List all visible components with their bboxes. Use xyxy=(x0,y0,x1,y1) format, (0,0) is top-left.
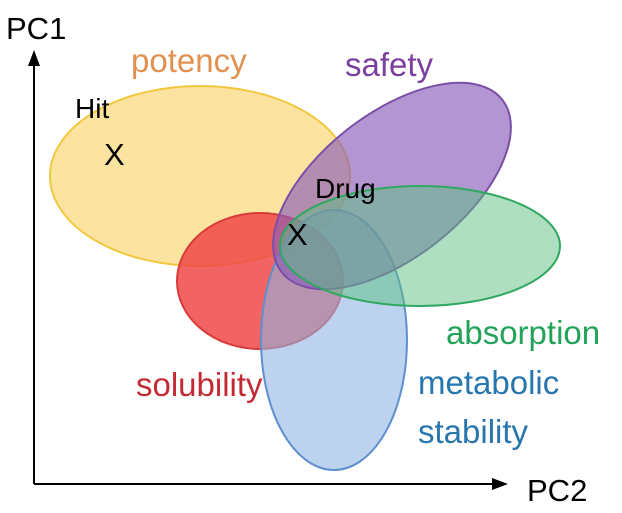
y-axis-arrowhead xyxy=(28,50,40,66)
metabolic-stability-label-line1: metabolic xyxy=(418,364,559,401)
x-axis-label: PC2 xyxy=(527,473,587,508)
metabolic-stability-label-line2: stability xyxy=(418,413,529,450)
absorption-region xyxy=(279,185,561,307)
y-axis-label: PC1 xyxy=(6,11,66,46)
safety-label: safety xyxy=(345,46,434,83)
drug-label: Drug xyxy=(315,173,376,204)
x-axis-arrowhead xyxy=(492,478,508,490)
potency-label: potency xyxy=(131,42,247,79)
solubility-label: solubility xyxy=(136,366,263,403)
hit-marker: X xyxy=(104,137,125,172)
absorption-label: absorption xyxy=(446,314,600,351)
hit-label: Hit xyxy=(75,93,109,124)
drug-marker: X xyxy=(287,217,308,252)
